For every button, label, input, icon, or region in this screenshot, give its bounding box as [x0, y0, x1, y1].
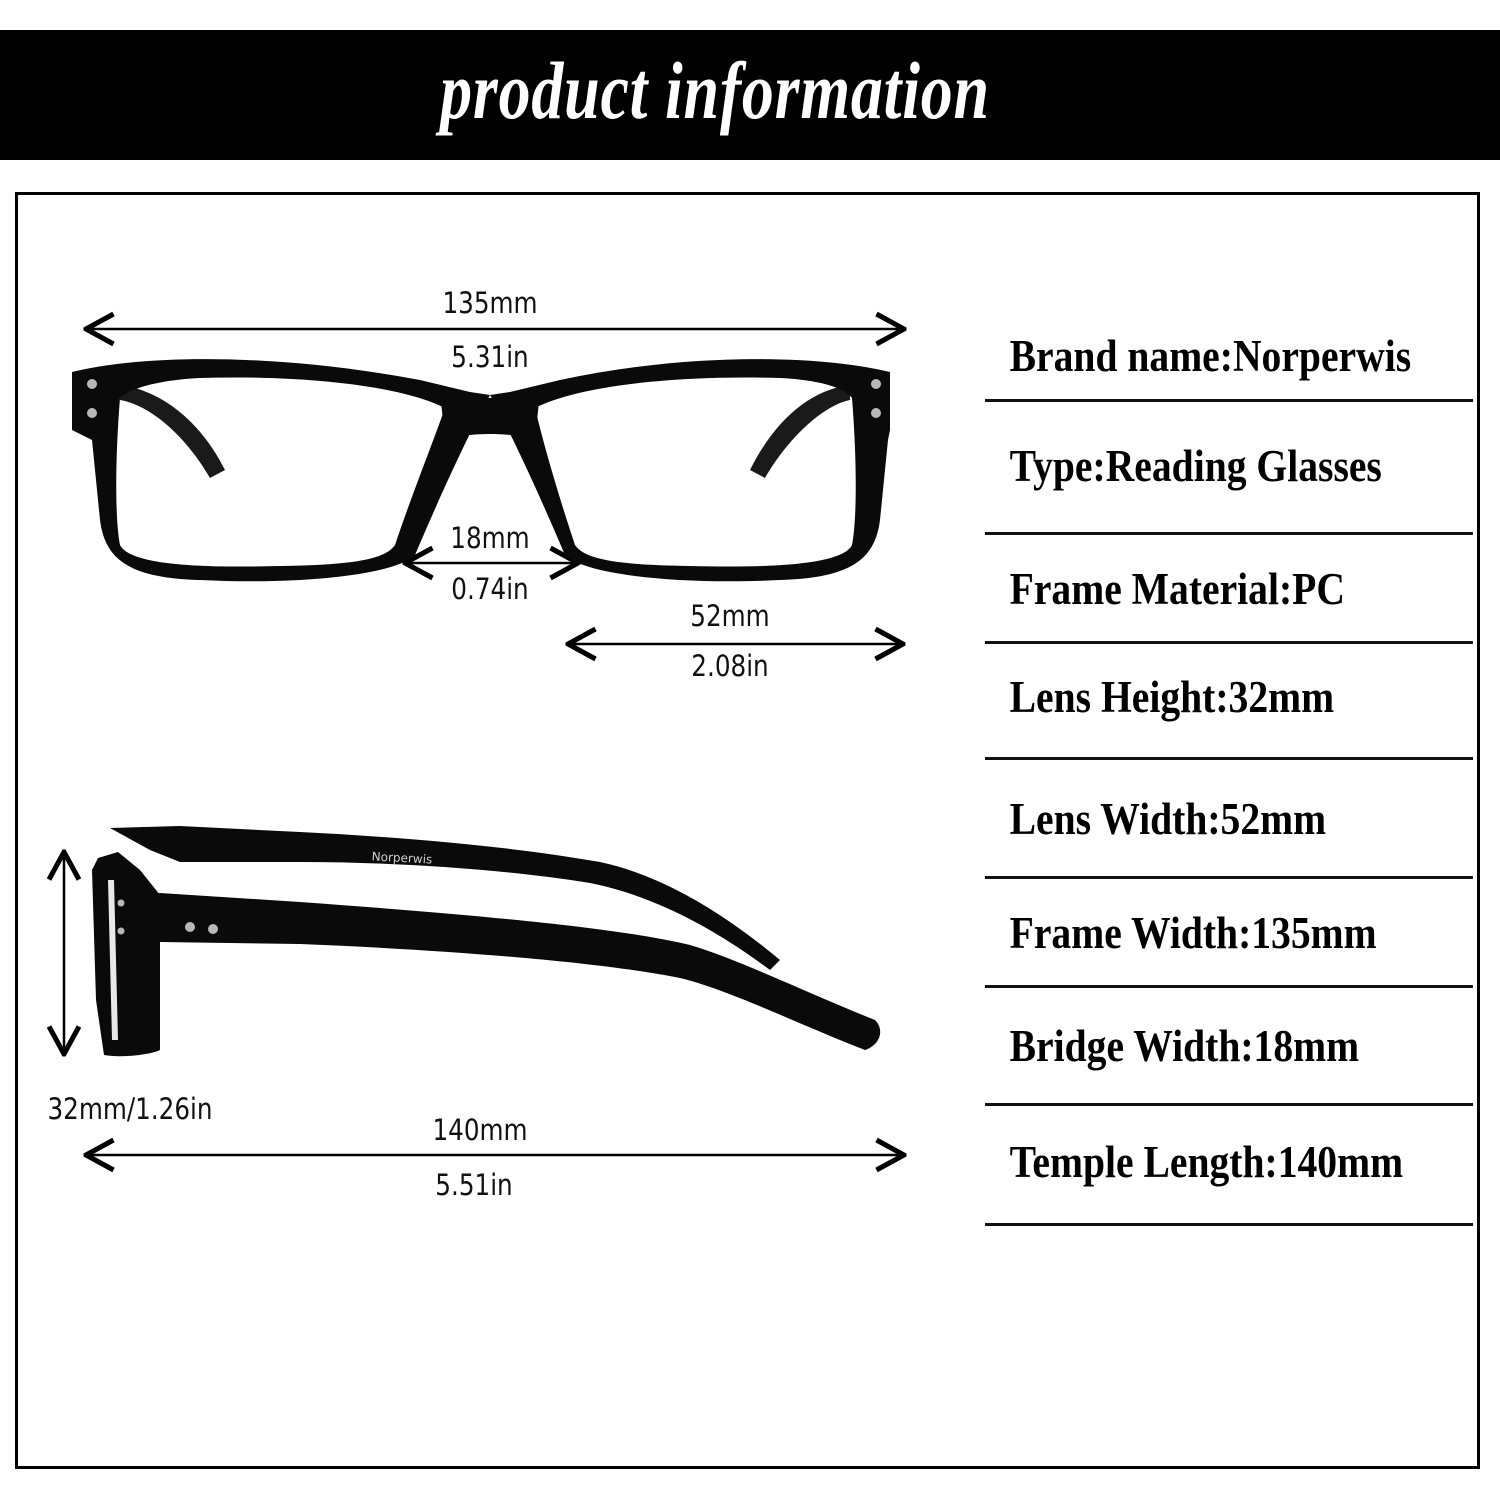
front-view-glasses — [72, 359, 890, 582]
spec-lens-width: Lens Width:52mm — [1009, 794, 1327, 844]
lens-width-mm: 52mm — [690, 599, 770, 633]
frame-width-in: 5.31in — [451, 340, 529, 374]
bridge-width-mm: 18mm — [450, 521, 530, 555]
spec-lens-height: Lens Height:32mm — [1009, 672, 1335, 722]
spec-row-bridge-width: Bridge Width:18mm — [985, 988, 1473, 1106]
spec-temple-length: Temple Length:140mm — [1009, 1137, 1404, 1187]
spec-row-temple-length: Temple Length:140mm — [985, 1106, 1473, 1226]
spec-type: Type:Reading Glasses — [1009, 441, 1382, 491]
spec-row-material: Frame Material:PC — [985, 535, 1473, 644]
page-title: product information — [440, 45, 990, 136]
temple-length-in: 5.51in — [435, 1168, 513, 1202]
spec-row-type: Type:Reading Glasses — [985, 402, 1473, 535]
spec-row-lens-width: Lens Width:52mm — [985, 760, 1473, 879]
spec-row-frame-width: Frame Width:135mm — [985, 879, 1473, 988]
spec-brand-name: Brand name:Norperwis — [1009, 331, 1412, 381]
bridge-width-in: 0.74in — [451, 572, 529, 606]
spec-table: Brand name:Norperwis Type:Reading Glasse… — [985, 310, 1473, 1226]
spec-row-lens-height: Lens Height:32mm — [985, 644, 1473, 760]
spec-bridge-width: Bridge Width:18mm — [1009, 1021, 1360, 1071]
spec-frame-material: Frame Material:PC — [1009, 564, 1345, 614]
lens-height-label: 32mm/1.26in — [47, 1092, 213, 1126]
content-panel — [15, 192, 1480, 1469]
spec-row-brand: Brand name:Norperwis — [985, 310, 1473, 402]
header-banner: product information — [0, 30, 1500, 160]
side-view-glasses — [92, 826, 881, 1057]
lens-width-in: 2.08in — [691, 649, 769, 683]
spec-frame-width: Frame Width:135mm — [1009, 908, 1377, 958]
temple-length-mm: 140mm — [432, 1113, 528, 1147]
frame-width-mm: 135mm — [442, 286, 538, 320]
